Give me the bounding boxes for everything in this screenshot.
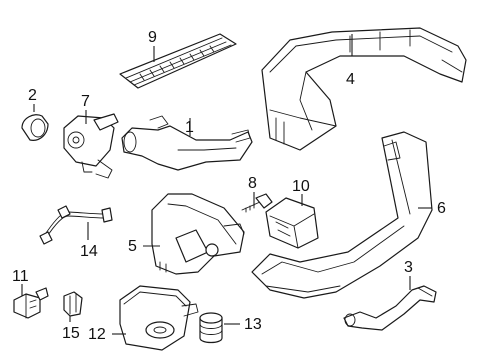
- callout-4: 4: [346, 71, 355, 88]
- callout-14: 14: [80, 243, 98, 260]
- part-11-connector: [13, 287, 49, 319]
- part-6-lower-duct: [251, 131, 433, 299]
- part-2-grommet: [21, 114, 49, 141]
- callout-9: 9: [148, 29, 157, 46]
- callout-2: 2: [28, 87, 37, 104]
- part-8-sensor: [241, 193, 273, 213]
- part-3-hose: [343, 285, 437, 331]
- callout-12: 12: [88, 326, 106, 343]
- callout-15: 15: [62, 325, 80, 342]
- part-10-module: [265, 197, 319, 249]
- part-1-duct: [121, 115, 253, 171]
- part-13-cylinder: [199, 312, 223, 344]
- part-7-actuator: [63, 113, 119, 179]
- part-5-distribution-box: [151, 193, 245, 275]
- callout-10: 10: [292, 178, 310, 195]
- callout-11: 11: [12, 268, 29, 285]
- callout-5: 5: [128, 238, 137, 255]
- callout-8: 8: [248, 175, 257, 192]
- part-14-harness: [39, 205, 113, 245]
- callout-7: 7: [81, 93, 90, 110]
- callout-6: 6: [437, 200, 446, 217]
- part-4-upper-duct: [261, 27, 467, 151]
- callout-3: 3: [404, 259, 413, 276]
- callout-1: 1: [185, 119, 194, 136]
- part-15-clip: [63, 291, 83, 317]
- part-12-blower-housing: [119, 285, 199, 351]
- callout-13: 13: [244, 316, 262, 333]
- part-9-filter: [119, 33, 237, 89]
